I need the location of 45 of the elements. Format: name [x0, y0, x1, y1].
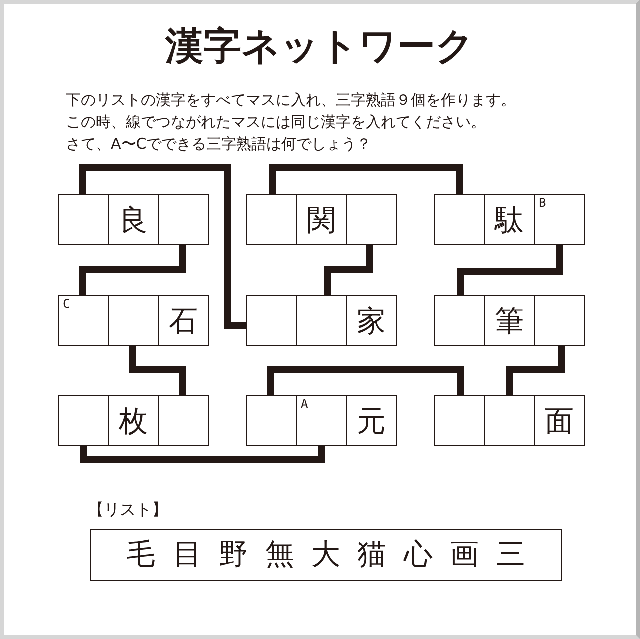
answer-cell — [296, 295, 347, 346]
instruction-text: さて、A〜Cでできる三字熟語は何でしょう？ — [66, 134, 372, 154]
answer-cell — [434, 194, 485, 245]
answer-cell — [108, 295, 159, 346]
instruction-text: 下のリストの漢字をすべてマスに入れ、三字熟語９個を作ります。 — [66, 90, 516, 110]
answer-cell — [108, 194, 159, 245]
kanji-character: 家 — [356, 305, 387, 337]
answer-cell — [434, 395, 485, 446]
answer-cell — [58, 295, 109, 346]
kanji-character: 元 — [356, 405, 387, 437]
puzzle-title: 漢字ネットワーク — [164, 23, 476, 70]
list-heading: 【リスト】 — [88, 500, 168, 520]
answer-cell — [484, 295, 535, 346]
answer-cell — [346, 194, 397, 245]
answer-cell — [534, 194, 585, 245]
kanji-character: 枚 — [118, 405, 149, 437]
answer-cell — [434, 295, 485, 346]
kanji-character: 筆 — [494, 305, 525, 337]
cell-marker: A — [301, 398, 308, 411]
kanji-character: 面 — [544, 405, 575, 437]
kanji-character: 良 — [118, 204, 149, 236]
kanji-character: 関 — [306, 204, 337, 236]
kanji-character: 石 — [168, 305, 199, 337]
answer-cell — [296, 395, 347, 446]
answer-cell — [534, 295, 585, 346]
answer-cell — [246, 395, 297, 446]
answer-cell — [534, 395, 585, 446]
answer-cell — [346, 295, 397, 346]
answer-cell — [346, 395, 397, 446]
kanji-character: 駄 — [494, 204, 525, 236]
instruction-text: この時、線でつながれたマスには同じ漢字を入れてください。 — [66, 112, 486, 132]
answer-cell — [158, 194, 209, 245]
answer-cell — [484, 395, 535, 446]
cell-marker: C — [63, 298, 70, 311]
answer-cell — [246, 194, 297, 245]
answer-cell — [296, 194, 347, 245]
cell-marker: B — [539, 197, 546, 210]
answer-cell — [246, 295, 297, 346]
answer-cell — [484, 194, 535, 245]
answer-cell — [158, 395, 209, 446]
kanji-list-box: 毛 目 野 無 大 猫 心 画 三 — [90, 529, 562, 581]
answer-cell — [58, 395, 109, 446]
answer-cell — [58, 194, 109, 245]
answer-cell — [158, 295, 209, 346]
answer-cell — [108, 395, 159, 446]
